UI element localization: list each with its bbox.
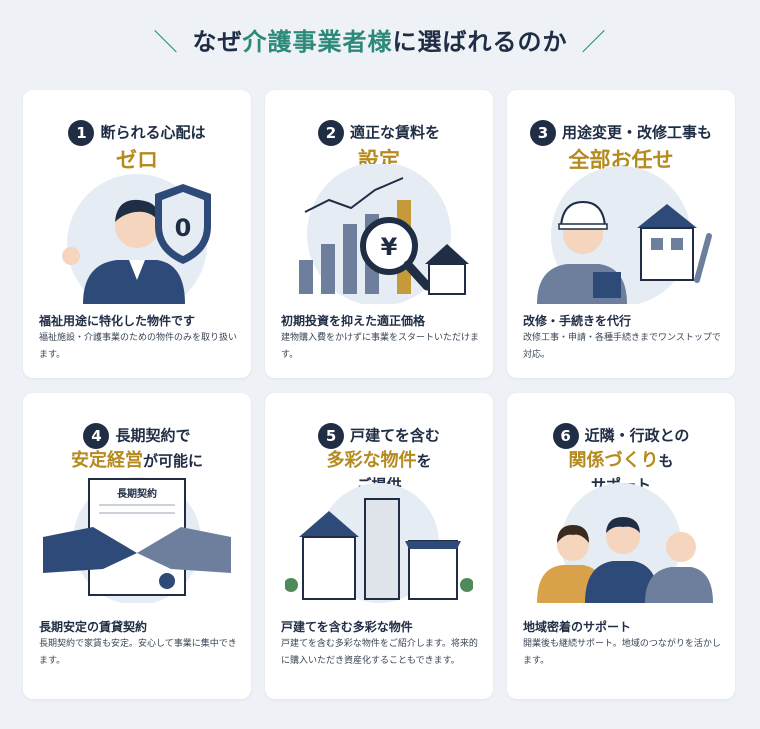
construction-worker-house-illustration <box>537 166 712 304</box>
heading-line: 断られる心配は <box>100 123 206 142</box>
community-support-illustration <box>537 483 713 603</box>
heading-suffix: も <box>658 452 674 470</box>
deco-slash-right: ／ <box>581 28 607 56</box>
card-heading: 6近隣・行政との 関係づくりも サポート <box>507 423 735 497</box>
businessman-shield-illustration: 0 <box>62 174 211 304</box>
page-title: ＼ なぜ介護事業者様に選ばれるのか ／ <box>0 22 760 57</box>
heading-line: 近隣・行政との <box>584 426 690 445</box>
number-badge: 3 <box>529 120 556 146</box>
card-reason-6: 6近隣・行政との 関係づくりも サポート 地域密着のサポート 開業後も継続サポー… <box>507 393 735 699</box>
various-properties-illustration <box>285 483 473 603</box>
number-badge: 4 <box>83 423 110 449</box>
number-badge: 1 <box>68 120 95 146</box>
heading-emphasis: 関係づくり <box>568 450 659 471</box>
heading-emphasis: 安定経営 <box>70 450 143 471</box>
card-caption: 長期安定の賃貸契約 <box>39 620 148 634</box>
card-caption: 福祉用途に特化した物件です <box>39 314 196 328</box>
card-caption: 改修・手続きを代行 <box>523 314 632 328</box>
card-caption: 戸建てを含む多彩な物件 <box>281 620 413 634</box>
card-description: 建物購入費をかけずに事業をスタートいただけます。 <box>281 333 480 360</box>
yen-magnifier-chart-illustration: ¥ <box>299 164 469 304</box>
card-description: 戸建てを含む多彩な物件をご紹介します。将来的に購入いただき資産化することもできま… <box>281 639 478 666</box>
card-caption: 地域密着のサポート <box>523 620 632 634</box>
card-description: 長期契約で家賃も安定。安心して事業に集中できます。 <box>39 639 237 666</box>
svg-text:¥: ¥ <box>381 233 398 261</box>
card-description: 開業後も継続サポート。地域のつながりを活かします。 <box>523 639 721 666</box>
heading-emphasis: 多彩な物件 <box>326 450 417 471</box>
title-pre: なぜ <box>192 28 243 56</box>
svg-text:0: 0 <box>175 214 192 242</box>
deco-slash-left: ＼ <box>153 28 179 56</box>
heading-emphasis: ゼロ <box>116 148 158 172</box>
heading-line: 用途変更・改修工事も <box>561 123 712 142</box>
card-heading: 1 断られる心配は ゼロ <box>23 120 251 174</box>
card-heading: 4 長期契約で 安定経営が可能に <box>23 423 251 473</box>
title-highlight: 介護事業者様 <box>242 28 393 56</box>
heading-suffix: を <box>416 452 432 470</box>
heading-suffix: が可能に <box>142 452 203 470</box>
number-badge: 2 <box>317 120 344 146</box>
heading-line: 戸建てを含む <box>350 426 440 445</box>
card-description: 福祉施設・介護事業のための物件のみを取り扱います。 <box>39 333 238 360</box>
card-reason-4: 4 長期契約で 安定経営が可能に 長期契約 長期安定の賃貸契約 長期契約で家賃も安… <box>23 393 251 699</box>
card-caption: 初期投資を抑えた適正価格 <box>281 314 426 328</box>
card-description: 改修工事・申請・各種手続きまでワンストップで対応。 <box>523 333 721 360</box>
number-badge: 6 <box>552 423 579 449</box>
title-post: に選ばれるのか <box>392 28 568 56</box>
number-badge: 5 <box>318 423 345 449</box>
contract-title: 長期契約 <box>117 487 157 500</box>
card-reason-1: 1 断られる心配は ゼロ 0 福祉用途に特化した物件です 福祉施設・介護事業のため… <box>23 90 251 378</box>
contract-handshake-illustration: 長期契約 <box>43 477 231 603</box>
heading-line: 適正な賃料を <box>349 123 440 142</box>
heading-line: 長期契約で <box>115 426 191 445</box>
